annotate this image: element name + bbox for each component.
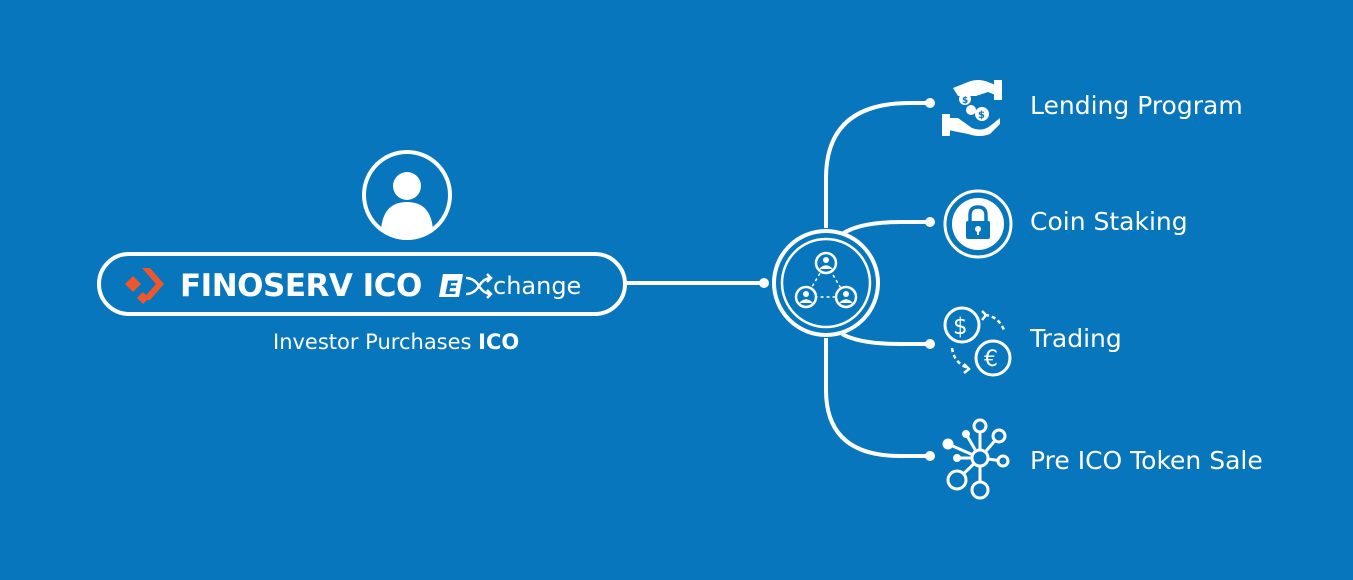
logo-exchange-text: change bbox=[493, 272, 582, 300]
svg-text:$: $ bbox=[978, 110, 985, 121]
shuffle-icon bbox=[465, 273, 493, 299]
branch-label-lending-program: Lending Program bbox=[1030, 91, 1243, 120]
connector-dot bbox=[759, 278, 769, 288]
caption-bold: ICO bbox=[478, 330, 520, 354]
svg-text:€: € bbox=[984, 347, 998, 372]
investor-caption: Investor Purchases ICO bbox=[273, 328, 519, 356]
currency-exchange-icon: $ € bbox=[943, 306, 1012, 377]
investor-avatar-icon bbox=[362, 150, 452, 240]
hub-network-icon bbox=[772, 229, 880, 337]
branch-lines bbox=[824, 101, 930, 458]
hands-coins-icon: $ $ bbox=[942, 80, 1002, 136]
logo-arrow-icon bbox=[125, 268, 164, 304]
branch-dots bbox=[925, 98, 935, 461]
svg-text:$: $ bbox=[962, 96, 968, 106]
exchange-letter: E bbox=[445, 277, 458, 299]
exchange-e-icon: E bbox=[439, 274, 463, 299]
branch-label-pre-ico-token-sale: Pre ICO Token Sale bbox=[1030, 446, 1263, 475]
branch-label-trading: Trading bbox=[1030, 324, 1122, 353]
branch-label-coin-staking: Coin Staking bbox=[1030, 207, 1188, 236]
svg-text:$: $ bbox=[953, 314, 968, 340]
network-nodes-icon bbox=[942, 418, 1010, 500]
lock-icon bbox=[943, 189, 1013, 259]
logo-wordmark: FINOSERV ICO bbox=[180, 268, 422, 304]
caption-text: Investor Purchases bbox=[273, 330, 479, 354]
